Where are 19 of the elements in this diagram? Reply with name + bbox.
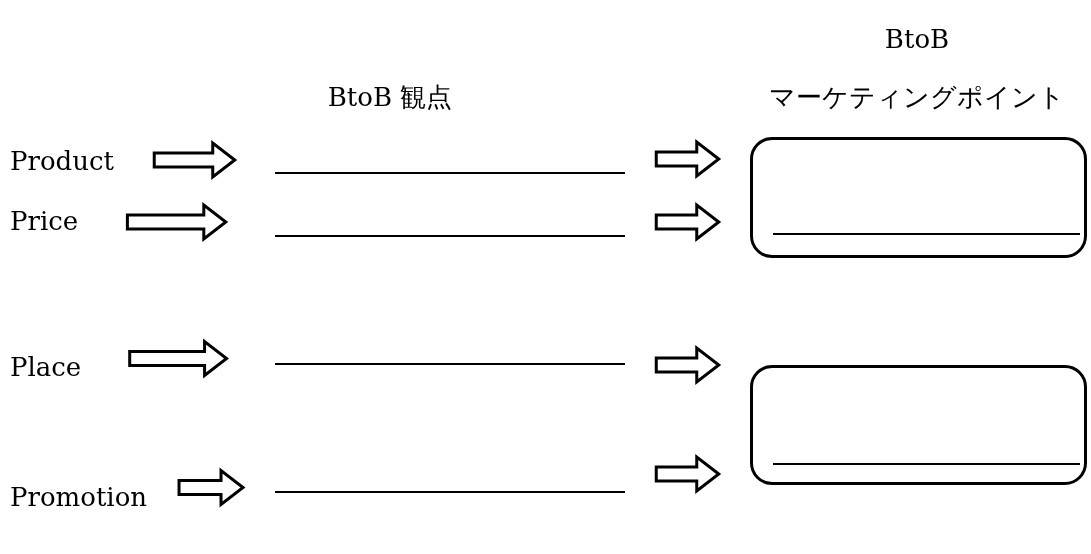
block-arrow: [654, 201, 722, 243]
heading-text: BtoB 観点: [327, 82, 453, 112]
row-label: Promotion: [10, 482, 148, 514]
row-label: Price: [10, 206, 79, 238]
block-arrow: [654, 344, 722, 386]
block-arrow: [125, 201, 229, 243]
block-arrow: [152, 139, 238, 181]
answer-box: [750, 137, 1087, 258]
heading-text: BtoB: [884, 24, 950, 54]
row-label: Place: [10, 352, 82, 384]
heading-text: マーケティングポイント: [769, 82, 1065, 112]
block-arrow: [128, 338, 230, 379]
fill-in-line: [773, 233, 1080, 235]
row-label: Product: [10, 146, 114, 178]
block-arrow: [654, 138, 722, 180]
answer-box: [750, 365, 1087, 485]
block-arrow: [177, 467, 246, 508]
block-arrow: [654, 453, 722, 495]
fill-in-line: [773, 463, 1080, 465]
